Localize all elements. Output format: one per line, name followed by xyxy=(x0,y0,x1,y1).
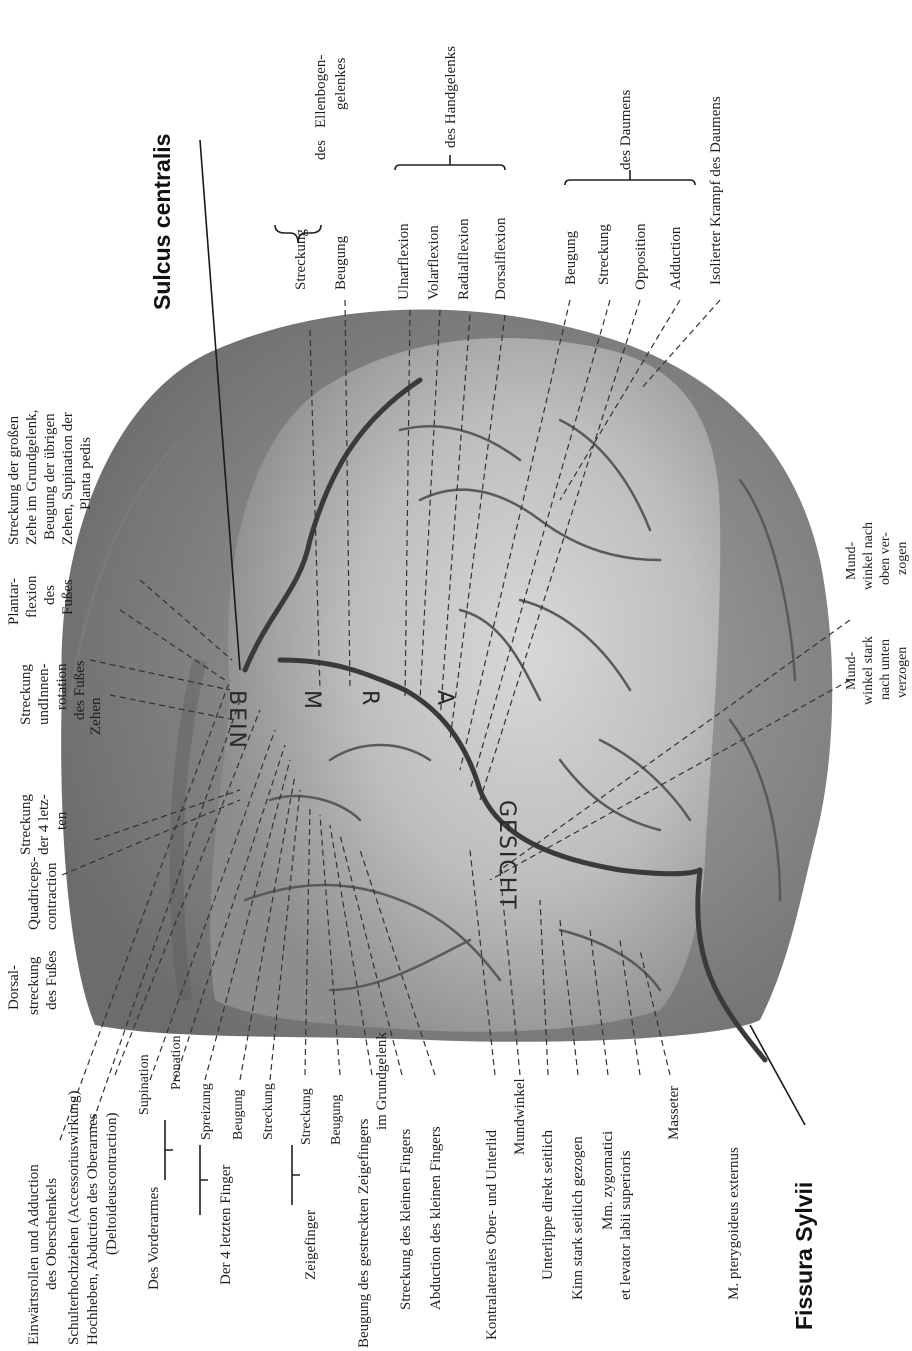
label-kinn: Kinn stark seitlich gezogen xyxy=(570,1136,586,1300)
label-daumen-group: des Daumens xyxy=(618,89,634,170)
label-mund-unten-4: verzogen xyxy=(895,647,910,698)
label-innenrotation-4: des Fußes xyxy=(72,660,88,720)
label-streckung-klein: Streckung des kleinen Fingers xyxy=(398,1129,414,1310)
label-kontralaterales: Kontralaterales Ober- und Unterlid xyxy=(484,1129,500,1340)
label-streckung-finger4: Streckung xyxy=(261,1083,276,1140)
region-arm-m: M xyxy=(299,690,324,711)
label-dorsal-3: des Fußes xyxy=(44,950,60,1010)
label-innenrotation-2: undInnen- xyxy=(36,663,52,725)
right-labels: Mund- winkel nach oben ver- zogen Mund- … xyxy=(844,522,910,705)
label-beugung-zeige: Beugung xyxy=(329,1094,344,1145)
label-ellenbogen-beugung: Beugung xyxy=(333,235,349,290)
region-arm-a: A xyxy=(432,690,457,707)
label-abduction-klein: Abduction des kleinen Fingers xyxy=(428,1126,444,1310)
label-dorsal-1: Dorsal- xyxy=(6,965,22,1010)
label-radialflexion: Radialflexion xyxy=(456,218,472,300)
label-dorsalflexion: Dorsalflexion xyxy=(493,217,509,300)
label-beugung-finger4: Beugung xyxy=(231,1089,246,1140)
label-mund-oben-1: Mund- xyxy=(844,542,859,580)
label-innenrotation-3: rotation xyxy=(54,663,70,710)
label-grosse-zehe-2: Zehe im Grundgelenk, xyxy=(24,410,40,545)
region-arm-r: R xyxy=(357,690,382,707)
label-pterygoideus: M. pterygoideus externus xyxy=(726,1147,742,1300)
fissura-sylvii-label: Fissura Sylvii xyxy=(791,1182,817,1330)
top-labels: Streckung Beugung des Ellenbogen- gelenk… xyxy=(293,46,724,300)
label-plantar-4: Fußes xyxy=(60,579,76,615)
label-plantar-3: des xyxy=(42,585,58,605)
label-mund-unten-3: nach unten xyxy=(878,639,893,700)
label-handgelenk-group: des Handgelenks xyxy=(443,46,459,148)
left-labels: Einwärtsrollen und Adduction des Obersch… xyxy=(26,1032,742,1348)
label-supination: Supination xyxy=(137,1054,152,1115)
label-ulnarflexion: Ulnarflexion xyxy=(396,223,412,300)
label-zeigefinger-group: Zeigefinger xyxy=(303,1210,319,1280)
label-vorderarm-group: Des Vorderarmes xyxy=(146,1187,162,1290)
label-streckung-zeige: Streckung xyxy=(299,1088,314,1145)
label-grosse-zehe-4: Zehen, Supination der xyxy=(60,412,76,545)
label-zygomatici-1: Mm. zygomatici xyxy=(600,1131,616,1230)
label-mund-oben-4: zogen xyxy=(895,542,910,575)
label-grosse-zehe-1: Streckung der großen xyxy=(6,415,22,545)
label-schulter-3: (Deltoideuscontraction) xyxy=(104,1113,120,1255)
label-daumen-opposition: Opposition xyxy=(633,223,649,290)
label-schulter-2: Hochheben, Abduction des Oberarmes xyxy=(85,1113,101,1345)
label-finger4-group: Der 4 letzten Finger xyxy=(218,1165,234,1285)
label-ellenbogen-group-2: gelenkes xyxy=(333,57,349,110)
label-grosse-zehe-3: Beugung der übrigen xyxy=(42,413,58,540)
label-isolierter: Isolierter Krampf des Daumens xyxy=(708,96,724,285)
brain-hemisphere xyxy=(61,310,832,1060)
label-mund-oben-3: oben ver- xyxy=(878,532,893,585)
sulcus-centralis-label: Sulcus centralis xyxy=(149,134,175,310)
label-plantar-2: flexion xyxy=(24,575,40,618)
label-mundwinkel: Mundwinkel xyxy=(512,1078,528,1155)
label-mund-oben-2: winkel nach xyxy=(861,522,876,590)
label-streckung4-1: Streckung xyxy=(18,794,34,855)
label-pronation: Pronation xyxy=(169,1036,184,1090)
label-spreizung: Spreizung xyxy=(199,1083,214,1140)
label-ellenbogen-streckung: Streckung xyxy=(293,229,309,290)
label-masseter: Masseter xyxy=(666,1086,682,1140)
label-einwaertsrollen-1: Einwärtsrollen und Adduction xyxy=(26,1164,42,1345)
label-schulter-1: Schulterhochziehen (Accessoriuswirkung) xyxy=(66,1090,82,1345)
label-mund-unten-1: Mund- xyxy=(844,652,859,690)
label-volarflexion: Volarflexion xyxy=(426,225,442,300)
region-gesicht: GESICHT xyxy=(494,800,519,911)
label-streckung4-2: der 4 letz- xyxy=(36,794,52,855)
label-quadriceps-1: Quadriceps- xyxy=(26,857,42,930)
label-unterlippe: Unterlippe direkt seitlich xyxy=(540,1130,556,1280)
label-streckung4-3: ten xyxy=(54,811,70,830)
label-daumen-beugung: Beugung xyxy=(563,230,579,285)
label-ellenbogen-group-1: Ellenbogen- xyxy=(313,55,329,128)
label-einwaertsrollen-2: des Oberschenkels xyxy=(44,1178,60,1290)
label-beugung-gestreckt-1: Beugung des gestreckten Zeigefingers xyxy=(356,1118,372,1348)
label-grosse-zehe-5: Planta pedis xyxy=(78,437,94,510)
label-dorsal-2: streckung xyxy=(26,956,42,1015)
label-daumen-streckung: Streckung xyxy=(596,224,612,285)
label-ellenbogen-des: des xyxy=(313,140,329,160)
label-mund-unten-2: winkel stark xyxy=(861,636,876,705)
label-daumen-adduction: Adduction xyxy=(668,226,684,290)
label-quadriceps-2: contraction xyxy=(44,862,60,930)
region-bein: BEIN xyxy=(224,690,249,750)
label-plantar-1: Plantar- xyxy=(6,578,22,625)
label-streckung4-4: Zehen xyxy=(88,697,104,735)
label-innenrotation-1: Streckung xyxy=(18,664,34,725)
label-beugung-gestreckt-2: im Grundgelenk xyxy=(374,1032,390,1130)
label-zygomatici-2: et levator labii superioris xyxy=(618,1150,634,1300)
